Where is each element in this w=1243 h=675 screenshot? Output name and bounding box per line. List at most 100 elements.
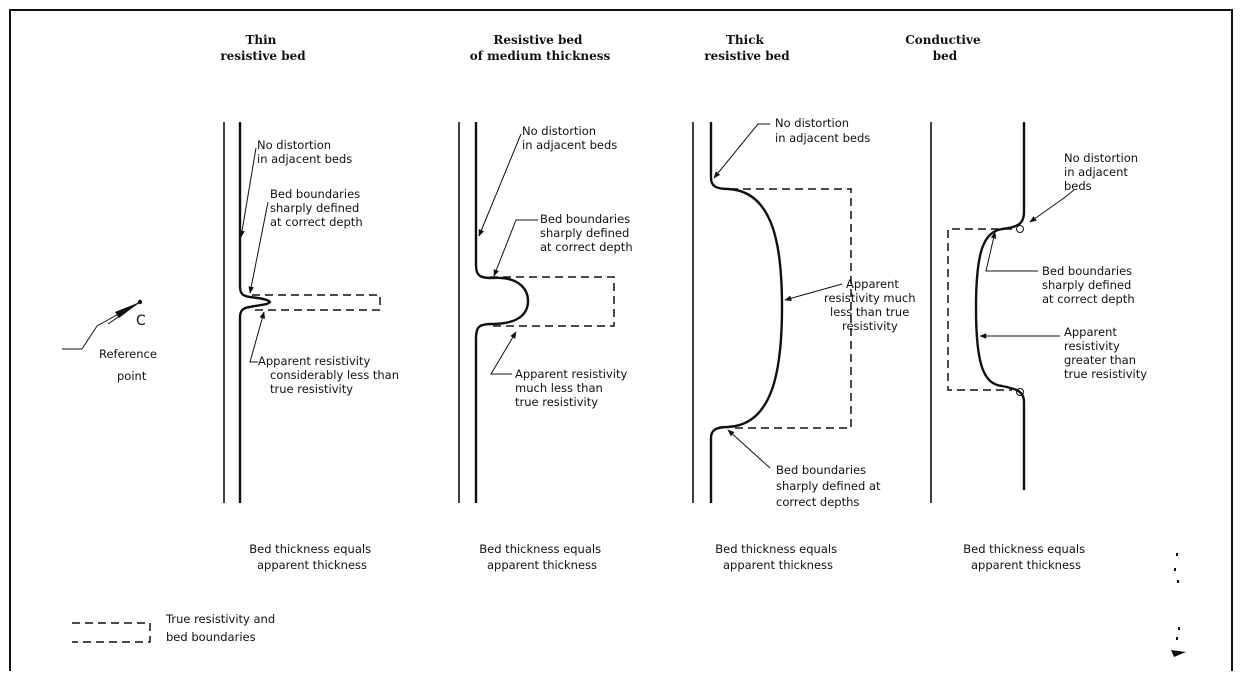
annotation-line: true resistivity: [270, 382, 353, 396]
annotation-line: Apparent resistivity: [515, 367, 627, 381]
annotation-line: sharply defined at: [776, 479, 881, 493]
annotation-line: No distortion: [522, 124, 596, 138]
annotation-line: No distortion: [257, 138, 331, 152]
annotation-line: Apparent: [846, 277, 899, 291]
annotation-line: considerably less than: [270, 368, 399, 382]
annotation-line: greater than: [1064, 353, 1136, 367]
annotation-line: Apparent resistivity: [258, 354, 370, 368]
reference-label: Reference point: [99, 347, 161, 383]
annotation-line: much less than: [515, 381, 603, 395]
apparent-resistivity-curve: [709, 122, 784, 503]
annotation-line: in adjacent beds: [522, 138, 617, 152]
caption-line: Bed thickness equals: [715, 542, 837, 556]
true-resistivity-box: [252, 294, 381, 311]
annotation-line: true resistivity: [1064, 367, 1147, 381]
reference-label-line: point: [117, 369, 147, 383]
arrow: [784, 283, 843, 301]
title-line-2: resistive bed: [704, 49, 790, 63]
annotation-no-distortion: No distortion in adjacent beds: [522, 124, 617, 152]
legend-label: True resistivity and bed boundaries: [165, 612, 279, 644]
annotation-line: in adjacent: [1064, 165, 1128, 179]
caption-line: Bed thickness equals: [479, 542, 601, 556]
arrow: [727, 429, 771, 469]
annotation-line: sharply defined: [1042, 278, 1131, 292]
reference-leader: [81, 325, 98, 350]
annotation-line: beds: [1064, 179, 1092, 193]
annotation-line: true resistivity: [515, 395, 598, 409]
arrow: [248, 201, 269, 294]
annotation-apparent-resistivity: Apparent resistivity much less than true…: [824, 277, 919, 333]
annotation-line: at correct depth: [540, 240, 633, 254]
panel-medium-resistive-bed: Resistive bed of medium thickness No dis…: [458, 33, 634, 572]
legend: True resistivity and bed boundaries: [72, 612, 279, 644]
annotation-line: at correct depth: [1042, 292, 1135, 306]
annotation-line: resistivity much: [824, 291, 916, 305]
annotation-line: resistivity: [1064, 339, 1120, 353]
legend-dashed-symbol: [72, 622, 151, 643]
arrow: [493, 219, 538, 277]
annotation-line: Bed boundaries: [270, 187, 360, 201]
panel-conductive-bed: Conductive bed No distortion in adjacent…: [905, 33, 1147, 572]
panel-thick-resistive-bed: Thick resistive bed No distortion in adj…: [692, 33, 919, 572]
apparent-resistivity-curve: [974, 122, 1026, 490]
legend-label-line: True resistivity and: [165, 612, 275, 626]
title-line-2: bed: [933, 49, 958, 63]
arrow: [713, 123, 770, 179]
arrow: [985, 231, 1038, 272]
caption-line: Bed thickness equals: [963, 542, 1085, 556]
title-line-1: Thick: [726, 33, 765, 47]
annotation-line: resistivity: [842, 319, 898, 333]
true-resistivity-box: [490, 276, 615, 327]
apparent-resistivity-curve: [238, 122, 272, 503]
panel-thin-resistive-bed: Thin resistive bed No distortion in adja…: [220, 33, 403, 572]
annotation-no-distortion: No distortion in adjacent beds: [1064, 151, 1142, 193]
annotation-apparent-resistivity: Apparent resistivity considerably less t…: [258, 354, 403, 396]
scan-mark: [1177, 580, 1179, 583]
panel-caption: Bed thickness equals apparent thickness: [249, 542, 374, 572]
panel-title: Thin resistive bed: [220, 33, 306, 63]
arrow: [478, 133, 522, 237]
annotation-line: in adjacent beds: [257, 152, 352, 166]
annotation-line: less than true: [830, 305, 909, 319]
panel-caption: Bed thickness equals apparent thickness: [479, 542, 604, 572]
scan-mark: [1178, 627, 1180, 630]
scan-mark: [1176, 637, 1178, 640]
annotation-bed-boundaries: Bed boundaries sharply defined at correc…: [1042, 264, 1136, 306]
reference-letter: C: [136, 313, 146, 329]
annotation-apparent-resistivity: Apparent resistivity much less than true…: [515, 367, 631, 409]
annotation-line: correct depths: [776, 495, 859, 509]
panel-title: Thick resistive bed: [704, 33, 790, 63]
caption-line: apparent thickness: [487, 558, 597, 572]
arrow: [249, 311, 265, 363]
title-line-1: Resistive bed: [493, 33, 583, 47]
annotation-line: at correct depth: [270, 215, 363, 229]
annotation-line: Bed boundaries: [1042, 264, 1132, 278]
boundary-marker: [1016, 388, 1024, 396]
annotation-line: Apparent: [1064, 325, 1117, 339]
annotation-line: sharply defined: [540, 226, 629, 240]
annotation-line: in adjacent beds: [775, 131, 870, 145]
true-resistivity-box: [947, 228, 1012, 391]
scan-mark: [1171, 650, 1186, 657]
reference-point: C Reference point: [62, 299, 161, 383]
scan-mark: [1174, 568, 1176, 571]
arrow: [1029, 189, 1075, 223]
annotation-bed-boundaries: Bed boundaries sharply defined at correc…: [540, 212, 634, 254]
annotation-apparent-resistivity: Apparent resistivity greater than true r…: [1064, 325, 1147, 381]
annotation-line: No distortion: [1064, 151, 1138, 165]
arrow: [239, 147, 257, 238]
arrow: [490, 331, 517, 375]
annotation-no-distortion: No distortion in adjacent beds: [775, 116, 870, 145]
reference-leader: [107, 301, 141, 325]
scan-marks: [1171, 553, 1186, 657]
true-resistivity-box: [730, 188, 852, 429]
annotation-line: No distortion: [775, 116, 849, 130]
caption-line: apparent thickness: [257, 558, 367, 572]
annotation-line: sharply defined: [270, 201, 359, 215]
annotation-bed-boundaries: Bed boundaries sharply defined at correc…: [270, 187, 364, 229]
scan-mark: [1176, 553, 1178, 556]
title-line-2: of medium thickness: [470, 49, 611, 63]
panel-title: Resistive bed of medium thickness: [470, 33, 611, 63]
annotation-line: Bed boundaries: [776, 463, 866, 477]
